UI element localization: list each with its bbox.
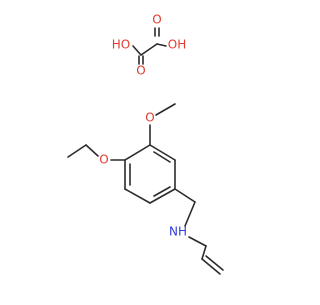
carbonyl-o-label-left: O [136,64,145,78]
bond-c-c [140,43,158,56]
hydroxyl-label-right: OH [168,38,186,52]
molecule-drawing: HO OH O O [67,13,224,275]
bond-alkene-a [201,258,221,275]
bond-c-oh [156,43,167,47]
structure-svg: HO OH O O [67,13,224,275]
amine-nh-label: NH [169,225,187,239]
bond-n-ch2 [188,236,207,247]
ring-inner-2 [153,186,171,197]
bond-ch2-n [184,201,196,227]
benzylamine-part: O O NH [67,103,224,275]
oxalic-acid: HO OH O O [112,13,186,78]
carbonyl-o-label-right: O [152,13,161,27]
bond-ch2-ch3 [67,144,87,158]
ethoxy-o-label: O [99,153,108,167]
bond-ho-c [132,45,142,56]
ring-bond-6 [124,144,151,161]
hydroxyl-label-left: HO [112,38,130,52]
ring-bond-3 [149,188,176,204]
bond-ring-ch2 [174,188,196,203]
bond-o-ch2 [85,144,99,157]
bond-alkene-b [205,255,224,271]
bond-ch2-ch [201,245,207,260]
ring-inner-1 [153,151,171,163]
ring-bond-1 [149,144,176,161]
ring-bond-4 [124,188,151,204]
bond-o-ch3 [155,103,176,116]
methoxy-o-label: O [145,111,154,125]
